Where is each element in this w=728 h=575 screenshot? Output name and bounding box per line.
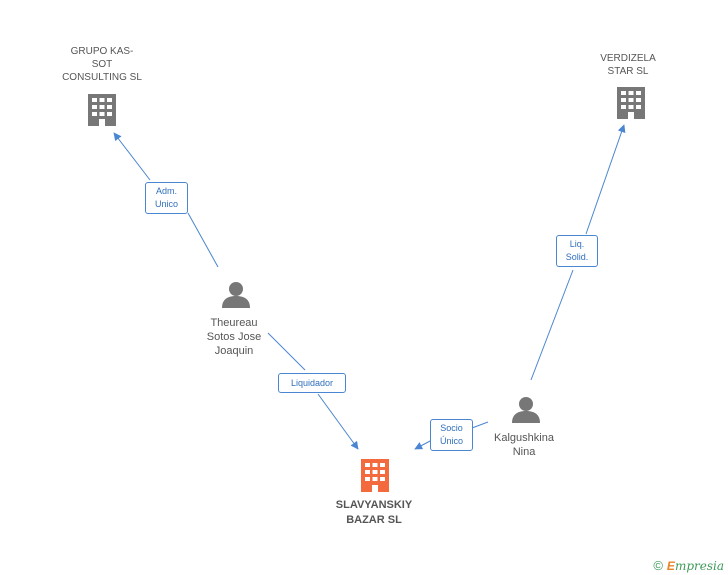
brand-initial: E — [666, 559, 675, 573]
label-line: Nina — [512, 446, 536, 458]
edge-kalgushkina-slavyanskiy-lower — [414, 439, 433, 450]
label-line: Único — [439, 436, 463, 446]
edge-label-liq: Liq. Solid. — [556, 235, 598, 267]
label-line: SLAVYANSKIY — [335, 499, 413, 511]
label-line: Joaquin — [214, 345, 254, 357]
edge-kalgushkina-slavyanskiy — [471, 421, 489, 429]
label-line: Unico — [154, 199, 178, 209]
node-label-slavyanskiy[interactable]: SLAVYANSKIY BAZAR SL — [318, 498, 430, 528]
building-icon — [88, 94, 116, 126]
label-line: Solid. — [565, 252, 589, 262]
edge-theureau-slavyanskiy — [267, 332, 306, 371]
building-icon — [617, 87, 645, 119]
brand-name: mpresia — [674, 559, 724, 573]
person-icon — [512, 397, 540, 423]
label-line: Socio — [440, 423, 463, 433]
label-line: VERDIZELA — [600, 53, 656, 64]
label-line: BAZAR SL — [346, 514, 402, 526]
edge-kalgushkina-verdizela — [530, 269, 574, 381]
label-line: STAR SL — [607, 66, 649, 77]
building-icon — [361, 459, 389, 492]
node-label-kalgushkina[interactable]: Kalgushkina Nina — [476, 431, 572, 459]
label-line: Liq. — [569, 239, 585, 249]
edge-theureau-grupo — [187, 212, 219, 268]
person-icon — [222, 282, 250, 308]
edge-theureau-grupo-upper — [113, 132, 151, 181]
edge-label-adm: Adm. Unico — [145, 182, 188, 214]
label-line: Kalgushkina — [494, 432, 554, 444]
label-line: Liquidador — [290, 378, 334, 388]
node-label-theureau[interactable]: Theureau Sotos Jose Joaquin — [186, 316, 282, 358]
node-label-verdizela[interactable]: VERDIZELA STAR SL — [580, 52, 676, 78]
label-line: Theureau — [210, 317, 258, 329]
edge-label-socio: Socio Único — [430, 419, 473, 451]
copyright-icon: © — [653, 558, 663, 573]
label-line: Sotos Jose — [206, 331, 262, 343]
node-label-grupo[interactable]: GRUPO KAS- SOT CONSULTING SL — [48, 45, 156, 84]
edge-label-liquidador: Liquidador — [278, 373, 346, 393]
edge-theureau-slavyanskiy-lower — [317, 393, 359, 450]
label-line: Adm. — [155, 186, 177, 196]
footer-brand[interactable]: ©Empresia — [653, 558, 724, 573]
label-line: GRUPO KAS- — [70, 46, 134, 57]
edge-kalgushkina-verdizela-upper — [585, 124, 626, 235]
label-line: SOT — [91, 59, 113, 70]
label-line: CONSULTING SL — [62, 72, 142, 83]
